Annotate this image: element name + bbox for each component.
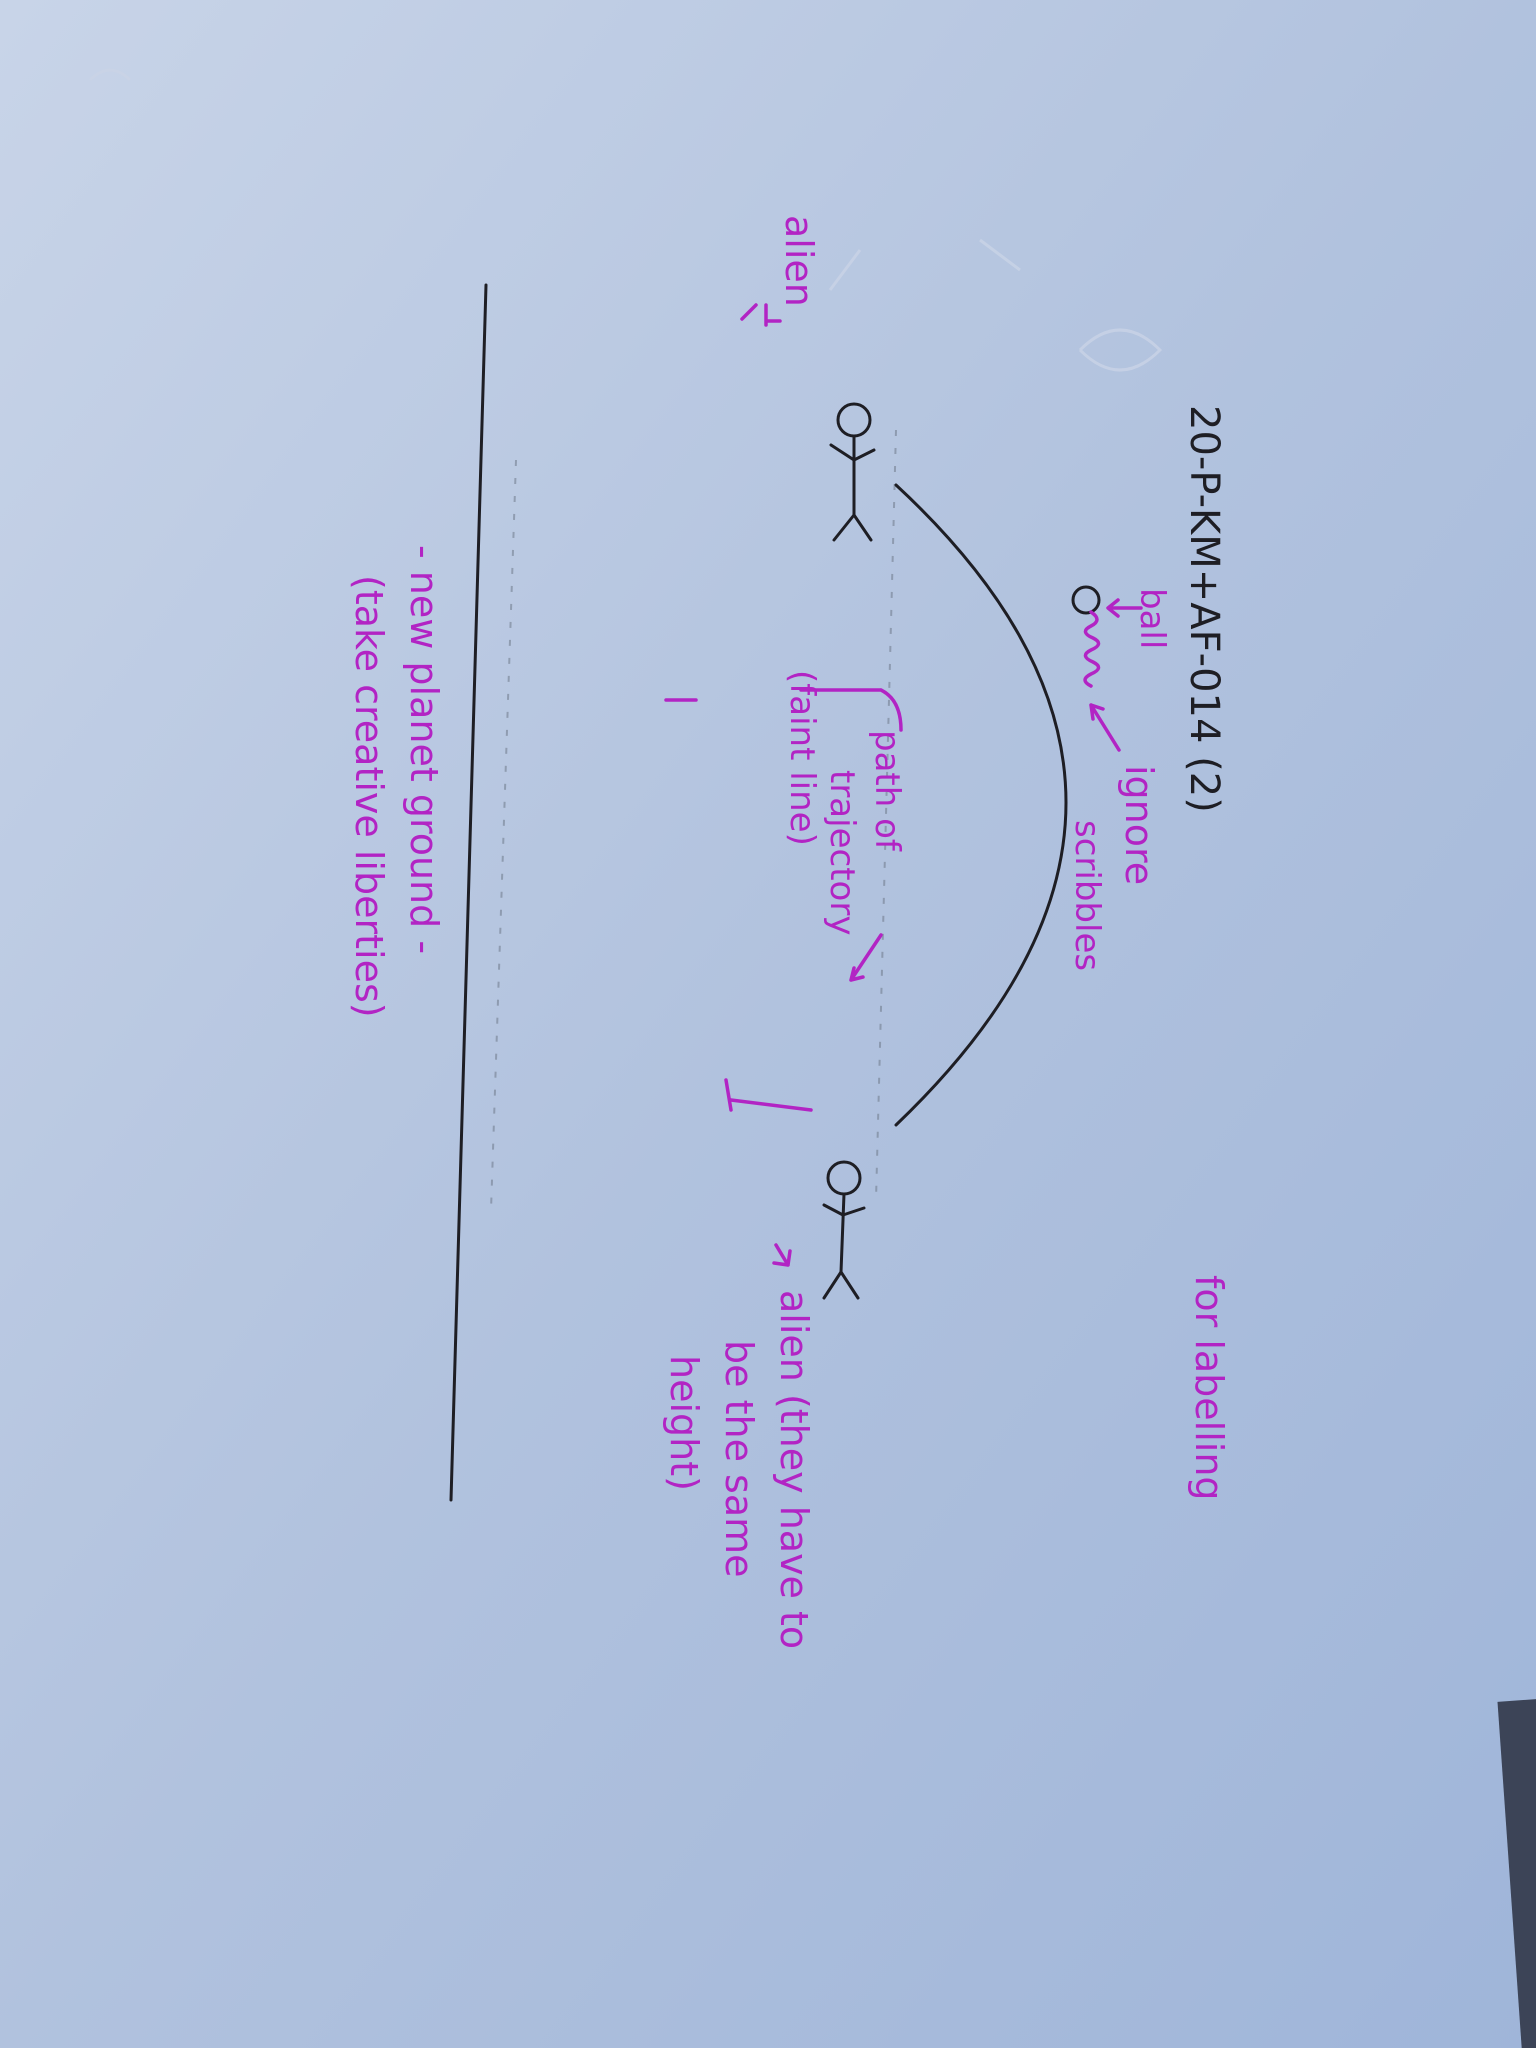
label-ground-line1: - new planet ground - — [402, 545, 446, 954]
arrow-trajectory — [849, 933, 883, 982]
label-alien-right-line3: height) — [662, 1355, 706, 1491]
label-path-of: path of — [867, 730, 907, 852]
arrow-alien-right — [772, 1243, 792, 1267]
label-scribbles: scribbles — [1067, 820, 1107, 971]
arrow-ball — [1106, 598, 1143, 618]
label-ball: ball — [1132, 588, 1172, 649]
label-alien-right-line1: alien (they have to — [772, 1290, 816, 1649]
arrow-ignore — [1089, 703, 1121, 752]
alien-left-figure — [829, 402, 876, 542]
label-ignore: ignore — [1117, 765, 1161, 885]
ghost-mark — [1078, 328, 1163, 372]
label-alien-left: alien — [777, 215, 821, 307]
arrow-alien-left — [740, 303, 782, 327]
label-alien-right-line2: be the same — [717, 1340, 761, 1578]
trajectory-arc — [894, 483, 1068, 1127]
ball — [1071, 585, 1101, 615]
table-edge — [1497, 1699, 1536, 2048]
ghost-mark — [88, 68, 132, 82]
ghost-mark — [828, 238, 1021, 291]
label-ground-line2: (take creative liberties) — [347, 575, 391, 1018]
alien-right-figure — [822, 1160, 866, 1300]
height-guide — [875, 429, 897, 1201]
scribbles — [1083, 610, 1101, 688]
label-faint-line: (faint line) — [782, 670, 822, 846]
path-bracket — [664, 688, 903, 1112]
label-trajectory: trajectory — [822, 770, 862, 935]
sheet-title: 20-P-KM+AF-014 (2) — [1181, 405, 1227, 813]
label-for-labelling: for labelling — [1187, 1275, 1231, 1501]
drawing-sideways: 20-P-KM+AF-014 (2) for labelling ball ig… — [347, 215, 1231, 1649]
ground-line — [449, 283, 488, 1502]
